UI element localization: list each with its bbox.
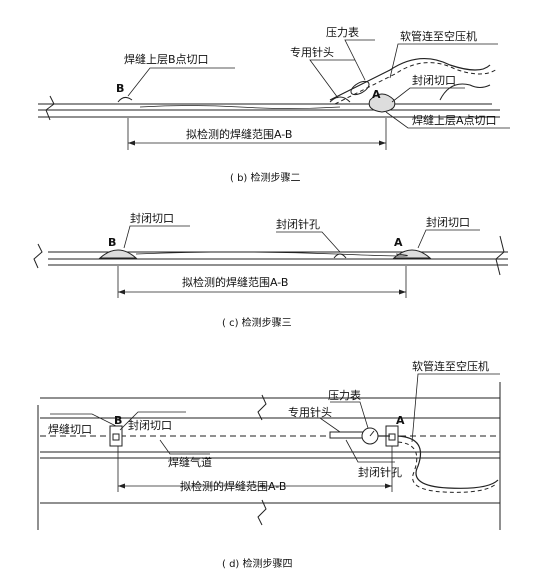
weld-seam: [139, 105, 341, 109]
pressure-gauge-label: 压力表: [328, 388, 361, 402]
air-channel-label: 焊缝气道: [168, 455, 212, 469]
leader-gauge: [344, 39, 375, 81]
cut-b: [117, 96, 133, 103]
range-arrow-right: [379, 140, 386, 146]
leader-a-cut: [385, 111, 510, 129]
leader-seal-cut: [119, 411, 186, 431]
point-b-label: B: [116, 82, 124, 95]
seal-cut-label: 封闭切口: [412, 73, 456, 87]
break-mark-right: [495, 235, 505, 276]
leader-seal-hole: [276, 231, 341, 253]
range-arrow-left: [128, 140, 135, 146]
leader-seal-b: [123, 225, 190, 249]
leader-seal: [391, 87, 465, 103]
range-label: 拟检测的焊缝范围A-B: [180, 479, 286, 493]
pressure-gauge-label: 压力表: [326, 25, 359, 39]
leader-seal-a: [417, 229, 480, 249]
caption-c: ( c) 检测步骤三: [222, 316, 292, 329]
pressure-gauge-icon: [350, 80, 370, 96]
range-label: 拟检测的焊缝范围A-B: [182, 275, 288, 289]
range-arrow-right: [399, 289, 406, 295]
leader-hose: [389, 43, 498, 79]
hose-line: [397, 435, 499, 489]
seal-b-hatch: [98, 249, 138, 259]
range-label: 拟检测的焊缝范围A-B: [186, 127, 292, 141]
point-b-label: B: [114, 414, 122, 427]
weld-b-cut-label: 焊缝上层B点切口: [124, 52, 209, 66]
leader-gauge: [330, 401, 369, 429]
leader-seal-hole: [345, 439, 395, 463]
caption-b: ( b) 检测步骤二: [230, 171, 301, 184]
point-a-label: A: [372, 88, 381, 101]
gauge-needle: [369, 430, 375, 437]
special-needle-label: 专用针头: [288, 405, 332, 419]
hose-dashed: [334, 62, 498, 105]
leader-hose: [411, 373, 500, 443]
leader-needle: [290, 417, 341, 433]
point-a-label: A: [394, 236, 403, 249]
hose-end: [439, 83, 491, 101]
caption-d: ( d) 检测步骤四: [222, 557, 293, 570]
break-mark-top: [257, 394, 267, 421]
seal-a-hatch: [368, 93, 396, 113]
needle-body: [329, 431, 367, 439]
hose-dashed: [397, 441, 497, 493]
leader-needle: [309, 59, 355, 99]
hose-label: 软管连至空压机: [400, 29, 477, 43]
hose-label: 软管连至空压机: [412, 359, 489, 373]
point-b-label: B: [108, 236, 116, 249]
range-arrow-left: [118, 289, 125, 295]
point-a-label: A: [396, 414, 405, 427]
seal-hole-label: 封闭针孔: [358, 465, 402, 479]
needle-seal: [329, 96, 351, 103]
range-arrow-right: [385, 483, 392, 489]
leader-b-cut: [127, 67, 235, 97]
cut-b-inner: [112, 433, 120, 441]
weld-cut-label: 焊缝切口: [48, 422, 92, 436]
seal-cut-right-label: 封闭切口: [426, 215, 470, 229]
break-mark-left: [33, 243, 43, 269]
seal-cut-left-label: 封闭切口: [130, 211, 174, 225]
panel-d: B A 焊缝切口 封闭切口 焊缝气道 专用针头 压力表 封闭针孔 软管连至空压机…: [37, 359, 501, 570]
cut-a-inner: [388, 433, 396, 441]
break-mark-left: [45, 95, 55, 121]
panel-b: B A 焊缝上层B点切口 专用针头 压力表 软管连至空压机 封闭切口 焊缝上层A…: [38, 25, 510, 184]
seal-hole-label: 封闭针孔: [276, 217, 320, 231]
seal-cut-label: 封闭切口: [128, 418, 172, 432]
hose-line: [329, 57, 491, 101]
weld-a-cut-label: 焊缝上层A点切口: [412, 113, 497, 127]
range-arrow-left: [118, 483, 125, 489]
break-mark-bottom: [257, 499, 267, 526]
panel-c: B A 封闭切口 封闭针孔 封闭切口 拟检测的焊缝范围A-B ( c) 检测步骤…: [33, 211, 508, 329]
leader-weld-cut: [50, 413, 117, 427]
weld-seam: [135, 251, 408, 257]
leader-air-channel: [159, 439, 210, 455]
special-needle-label: 专用针头: [290, 45, 334, 59]
